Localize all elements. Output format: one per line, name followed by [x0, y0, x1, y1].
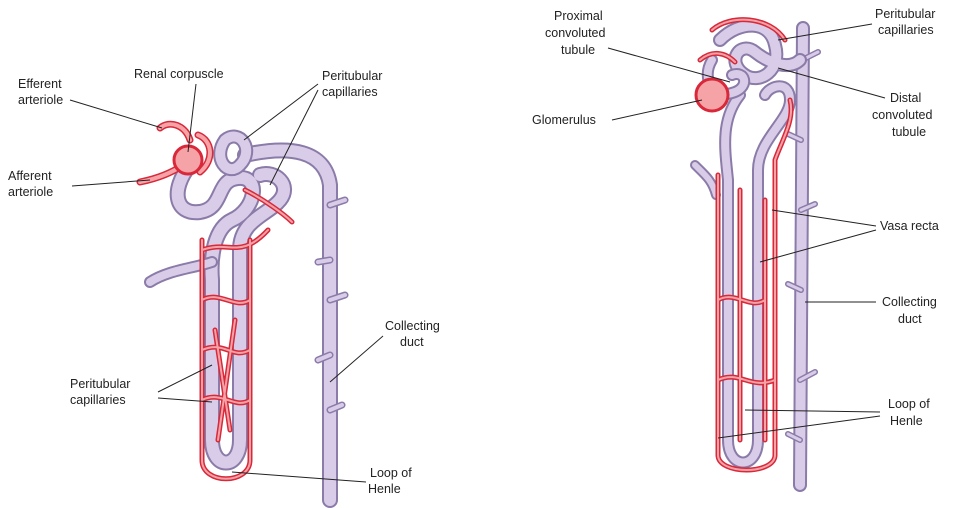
leader-loop-of-henle-left [232, 472, 366, 482]
label-peritubular-capillaries-top: Peritubular capillaries [322, 69, 386, 99]
leader-efferent-arteriole [70, 100, 162, 128]
leader-peritubular-top-b [270, 90, 318, 185]
leader-vasa-recta-a [772, 210, 876, 226]
label-proximal-convoluted-tubule: Proximal convoluted tubule [545, 9, 609, 57]
left-nephron: Efferent arteriole Renal corpuscle Perit… [8, 67, 443, 500]
right-nephron: Proximal convoluted tubule Peritubular c… [532, 7, 940, 485]
label-collecting-duct-left: Collecting duct [385, 319, 443, 349]
label-loop-of-henle-right: Loop of Henle [888, 397, 933, 428]
label-afferent-arteriole: Afferent arteriole [8, 169, 55, 199]
label-distal-convoluted-tubule: Distal convoluted tubule [872, 91, 936, 139]
leader-peritubular-capillaries-right [778, 24, 872, 40]
label-renal-corpuscle: Renal corpuscle [134, 67, 224, 81]
leader-glomerulus [612, 100, 702, 120]
label-collecting-duct-right: Collecting duct [882, 295, 940, 326]
label-loop-of-henle-left: Loop of Henle [368, 466, 415, 496]
label-peritubular-capillaries-right: Peritubular capillaries [875, 7, 939, 37]
label-efferent-arteriole: Efferent arteriole [18, 77, 65, 107]
left-collecting-duct-shape [245, 150, 345, 500]
label-vasa-recta: Vasa recta [880, 219, 939, 233]
label-peritubular-capillaries-bottom: Peritubular capillaries [70, 377, 134, 407]
label-glomerulus: Glomerulus [532, 113, 596, 127]
